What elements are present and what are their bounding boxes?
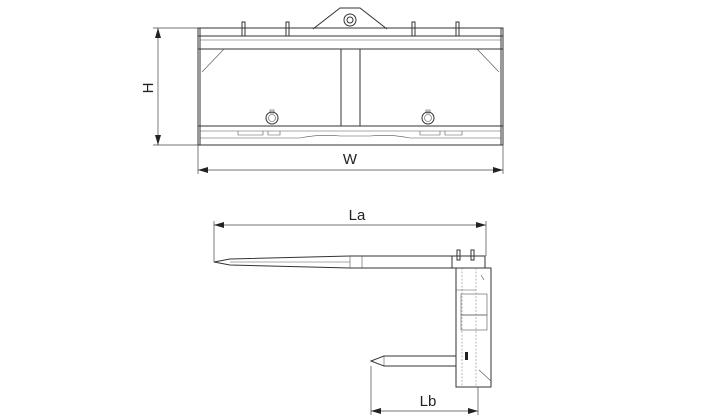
lifting-eye [312,7,388,30]
retaining-pins [241,21,460,37]
side-pins [456,249,475,261]
height-label: H [140,83,157,94]
upper-tine-length-label: La [349,207,366,224]
lower-length-dimension: Lb [370,366,479,415]
tine-sockets [265,109,435,125]
side-frame [455,267,492,388]
width-label: W [343,151,358,168]
front-view-frame [197,27,504,146]
width-dimension: W [197,145,504,174]
height-dimension: H [140,27,198,146]
lower-tine-length-label: Lb [420,393,437,410]
upper-tine [213,255,486,269]
lower-tine [369,355,457,367]
upper-length-dimension: La [213,207,487,262]
